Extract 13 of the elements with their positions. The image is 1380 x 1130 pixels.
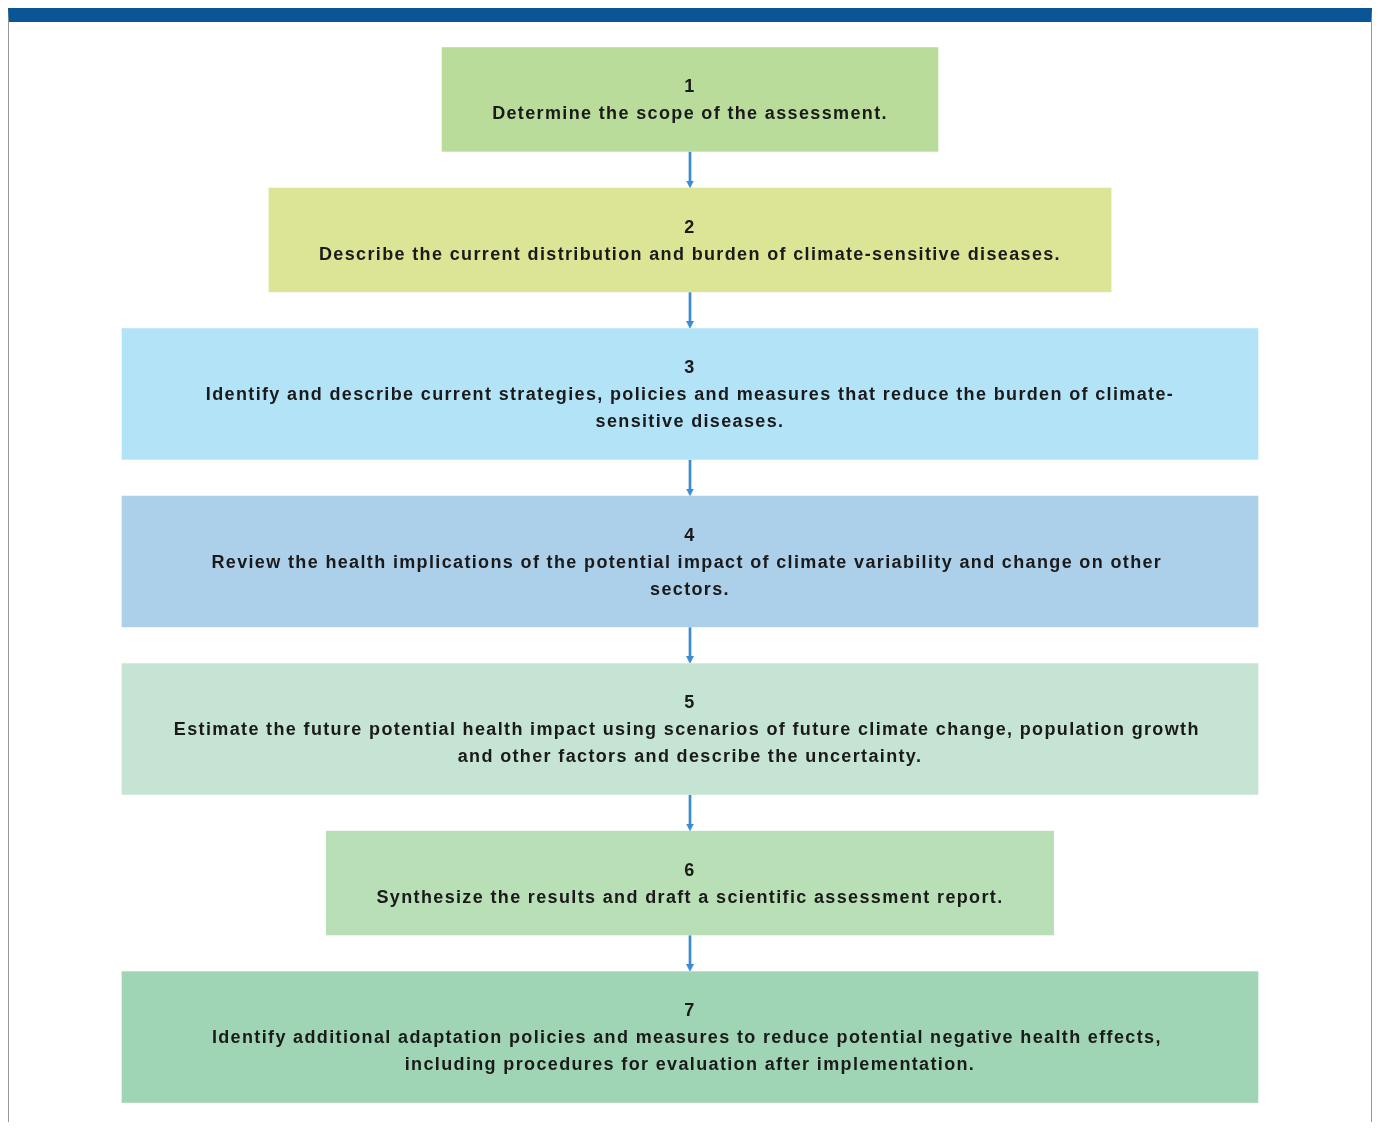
arrow [686,935,694,972]
node-box: 1 Determine the scope of the assessment. [441,47,939,152]
arrow [686,292,694,329]
arrow [686,627,694,664]
node-box: 3 Identify and describe current strategies, policies and measures that reduce the burden of climate-sensitive diseases. [121,328,1259,460]
arrow [686,794,694,832]
arrow [686,151,694,189]
node-box: 2 Describe the current distribution and burden of climate-sensitive diseases. [268,187,1112,293]
node-box: 4 Review the health implications of the potential impact of climate variability and change on other sectors. [121,495,1259,628]
node-box: 7 Identify additional adaptation policies and measures to reduce potential negative health effects, including procedures for evaluation after implementation. [121,971,1259,1103]
arrow [686,459,694,497]
node-box: 5 Estimate the future potential health impact using scenarios of future climate change, population growth and other factors and describe the uncertainty. [121,663,1259,795]
node-box: 6 Synthesize the results and draft a scientific assessment report. [326,830,1054,936]
